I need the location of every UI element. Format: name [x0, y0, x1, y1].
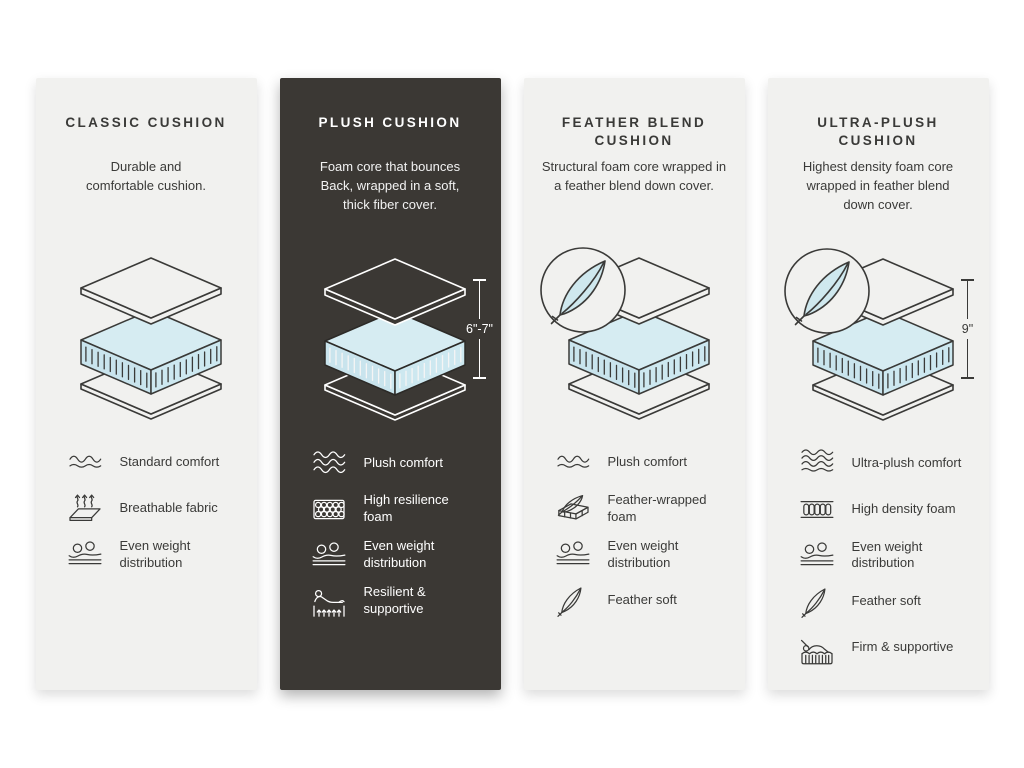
feature-label: Feather-wrapped foam [607, 492, 707, 524]
firm-supportive-icon [797, 629, 837, 666]
feature-label: Resilient & supportive [363, 584, 426, 617]
height-measurement: 9" [951, 278, 985, 379]
feature-label: Even weight distribution [363, 538, 435, 571]
cushion-stack-illustration [539, 228, 739, 428]
cushion-stack-drawing [783, 248, 954, 421]
feature-label: Plush comfort [363, 454, 443, 470]
feature-label: Firm & supportive [851, 639, 954, 655]
feature-list: Plush comfort High resilience foam Even … [295, 445, 486, 620]
feather-blend-cushion-panel: FEATHER BLEND CUSHION Structural foam co… [523, 78, 745, 690]
feather-icon [553, 582, 593, 619]
measure-line-top [966, 280, 969, 319]
feature-label: Plush comfort [607, 454, 687, 470]
measurement-label: 6"-7" [466, 321, 493, 336]
waves-3-icon [309, 445, 349, 482]
measure-line-bottom [478, 338, 481, 377]
feature-label: Ultra-plush comfort [851, 455, 962, 471]
feature-label: Feather soft [851, 593, 921, 609]
feather-magnifier [539, 247, 626, 334]
classic-cushion-panel: CLASSIC CUSHION Durable and comfortable … [35, 78, 257, 690]
feature-item: Resilient & supportive [309, 583, 486, 620]
panel-description: Highest density foam core wrapped in fea… [802, 159, 954, 213]
feather-wrapped-foam-icon [553, 490, 593, 527]
cushion-stack-drawing [79, 257, 222, 420]
feature-item: Standard comfort [65, 444, 242, 481]
feature-item: Feather soft [553, 582, 730, 619]
feature-item: Plush comfort [309, 445, 486, 482]
waves-2-icon [553, 444, 593, 481]
feature-item: Even weight distribution [309, 537, 486, 574]
feature-label: Standard comfort [119, 454, 220, 470]
panel-description: Durable and comfortable cushion. [86, 159, 206, 193]
feature-item: Even weight distribution [65, 536, 242, 573]
feature-list: Standard comfort Breathable fabric Even … [51, 444, 242, 573]
measure-line-bottom [966, 338, 969, 377]
feature-label: Even weight distribution [607, 538, 679, 570]
cushion-stack-illustration: 6"-7" [295, 229, 495, 429]
ultra-plush-cushion-panel: ULTRA-PLUSH CUSHION Highest density foam… [767, 78, 989, 690]
feature-label: High density foam [851, 501, 956, 517]
resilient-supportive-icon [309, 583, 349, 620]
feature-label: Even weight distribution [851, 538, 923, 571]
panel-title: CLASSIC CUSHION [65, 115, 227, 130]
feature-item: Breathable fabric [65, 490, 242, 527]
measure-cap-bottom [473, 376, 486, 379]
measure-cap-top [961, 278, 974, 281]
even-weight-icon [309, 537, 349, 574]
feature-item: High density foam [797, 491, 974, 528]
even-weight-icon [797, 537, 837, 574]
even-weight-icon [553, 536, 593, 573]
feature-list: Plush comfort Feather-wrapped foam Even … [539, 444, 730, 619]
feature-item: Even weight distribution [797, 537, 974, 574]
feature-label: High resilience foam [363, 492, 449, 525]
feature-item: High resilience foam [309, 491, 486, 528]
plush-cushion-panel: PLUSH CUSHION Foam core that bounces Bac… [279, 78, 501, 690]
cushion-comparison: CLASSIC CUSHION Durable and comfortable … [35, 78, 989, 690]
feature-label: Breathable fabric [119, 500, 218, 516]
feature-item: Feather-wrapped foam [553, 490, 730, 527]
panel-title: PLUSH CUSHION [318, 115, 462, 130]
waves-4-icon [797, 445, 837, 482]
feature-item: Feather soft [797, 583, 974, 620]
cushion-stack-illustration [51, 228, 251, 428]
waves-2-icon [65, 444, 105, 481]
foam-cells-icon [309, 491, 349, 528]
height-measurement: 6"-7" [463, 278, 497, 379]
feature-label: Feather soft [607, 592, 677, 608]
feature-item: Even weight distribution [553, 536, 730, 573]
panel-description: Foam core that bounces Back, wrapped in … [319, 159, 461, 212]
feature-item: Firm & supportive [797, 629, 974, 666]
panel-title: ULTRA-PLUSH CUSHION [817, 115, 939, 149]
measure-cap-top [473, 278, 486, 281]
feature-item: Plush comfort [553, 444, 730, 481]
measurement-label: 9" [961, 321, 974, 336]
feather-magnifier [783, 248, 870, 334]
high-density-foam-icon [797, 491, 837, 528]
measure-line-top [478, 280, 481, 319]
breathable-fabric-icon [65, 490, 105, 527]
cushion-stack-drawing [323, 257, 466, 421]
panel-description: Structural foam core wrapped in a feathe… [541, 159, 727, 194]
panel-title: FEATHER BLEND CUSHION [561, 115, 707, 149]
cushion-stack-drawing [539, 247, 710, 421]
feather-icon [797, 583, 837, 620]
even-weight-icon [65, 536, 105, 573]
cushion-stack-illustration: 9" [783, 229, 983, 429]
measure-cap-bottom [961, 376, 974, 379]
feature-label: Even weight distribution [119, 537, 191, 570]
feature-item: Ultra-plush comfort [797, 445, 974, 482]
feature-list: Ultra-plush comfort High density foam Ev… [783, 445, 974, 666]
